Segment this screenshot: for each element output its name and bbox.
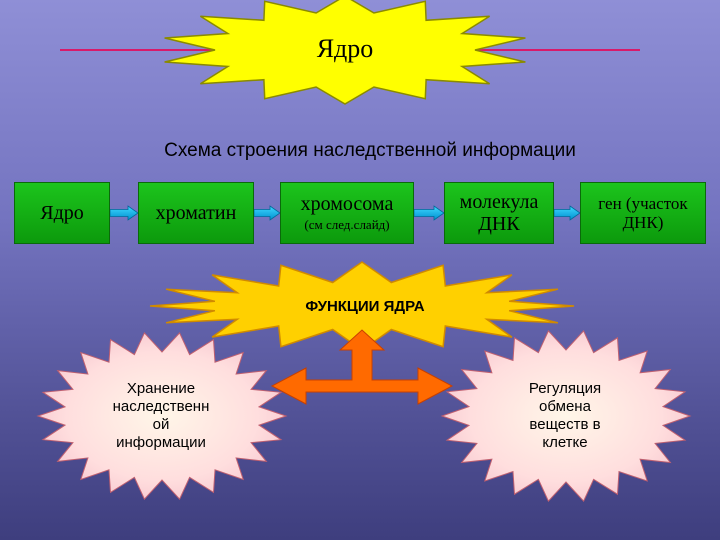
chain-label: хромосома [300, 193, 394, 215]
function-line: веществ в [529, 416, 601, 433]
function-line: Хранение [126, 380, 196, 397]
chain-label: хроматин [155, 202, 237, 224]
function-line: клетке [542, 434, 588, 451]
functions-burst [149, 261, 575, 351]
chain-arrow [109, 205, 139, 221]
chain-label-line2: ДНК) [622, 213, 664, 232]
chain-box-gene: ген (участок ДНК) [580, 182, 706, 244]
chain-box-chromosome: хромосома (см след.слайд) [280, 182, 414, 244]
right-function-burst [440, 330, 692, 502]
chain-arrows [109, 205, 581, 221]
function-line: обмена [539, 398, 591, 415]
chain-box-chromatin: хроматин [138, 182, 254, 244]
double-arrow [270, 329, 454, 405]
left-function-text: Хранение наследственн ой информации [96, 380, 226, 452]
chain-arrow [553, 205, 581, 221]
function-line: информации [116, 434, 206, 451]
page-title: Ядро [316, 34, 374, 63]
chain-arrow [253, 205, 281, 221]
chain-label-line1: молекула [459, 191, 539, 213]
chain-box-dna: молекула ДНК [444, 182, 554, 244]
chain-arrow [413, 205, 445, 221]
chain-note: (см след.слайд) [304, 217, 390, 232]
chain-label: Ядро [40, 202, 84, 224]
title-burst [60, 0, 640, 105]
functions-title: ФУНКЦИИ ЯДРА [305, 298, 425, 315]
diagram-subtitle: Схема строения наследственной информации [164, 140, 576, 161]
function-line: ой [152, 416, 170, 433]
chain-box-nucleus: Ядро [14, 182, 110, 244]
chain-label-line1: ген (участок [598, 194, 688, 213]
right-function-text: Регуляция обмена веществ в клетке [500, 380, 630, 452]
function-line: Регуляция [528, 380, 602, 397]
function-line: наследственн [112, 398, 210, 415]
chain-label-line2: ДНК [478, 213, 520, 235]
left-function-burst [36, 332, 288, 500]
